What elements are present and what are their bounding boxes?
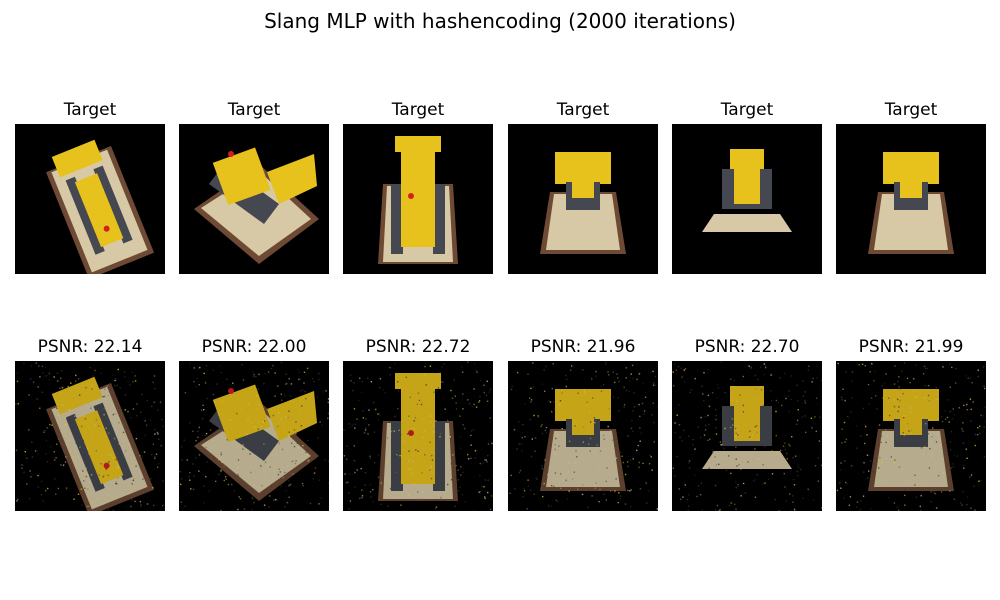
reconstruction-noise bbox=[836, 362, 986, 511]
prediction-image bbox=[15, 361, 165, 511]
target-panel-1: Target bbox=[15, 96, 165, 274]
psnr-label: PSNR: 22.14 bbox=[37, 337, 143, 357]
prediction-image bbox=[343, 361, 493, 511]
reconstruction-noise bbox=[179, 361, 329, 511]
prediction-panel-6: PSNR: 21.99 bbox=[836, 333, 986, 511]
figure-title: Slang MLP with hashencoding (2000 iterat… bbox=[264, 9, 736, 33]
panel-title: Target bbox=[227, 100, 281, 120]
render-front-far bbox=[672, 124, 822, 274]
prediction-image bbox=[179, 361, 329, 511]
psnr-label: PSNR: 21.96 bbox=[530, 337, 636, 357]
psnr-label: PSNR: 22.70 bbox=[694, 337, 800, 357]
target-image bbox=[836, 124, 986, 274]
psnr-label: PSNR: 21.99 bbox=[858, 337, 964, 357]
prediction-image bbox=[672, 361, 822, 511]
prediction-panel-2: PSNR: 22.00 bbox=[179, 333, 329, 511]
target-image bbox=[672, 124, 822, 274]
target-image bbox=[179, 124, 329, 274]
render-front-low bbox=[508, 124, 658, 274]
prediction-panel-5: PSNR: 22.70 bbox=[672, 333, 822, 511]
prediction-panel-1: PSNR: 22.14 bbox=[15, 333, 165, 511]
panel-title: Target bbox=[391, 100, 445, 120]
render-oblique-top bbox=[15, 124, 165, 274]
prediction-panel-3: PSNR: 22.72 bbox=[343, 333, 493, 511]
target-panel-5: Target bbox=[672, 96, 822, 274]
target-panel-2: Target bbox=[179, 96, 329, 274]
target-panel-6: Target bbox=[836, 96, 986, 274]
reconstruction-noise bbox=[672, 361, 822, 511]
render-front-top bbox=[343, 361, 493, 511]
target-row: Target Target Target Target Target Targe… bbox=[0, 96, 1000, 274]
prediction-image bbox=[836, 361, 986, 511]
reconstruction-noise bbox=[15, 362, 165, 511]
psnr-label: PSNR: 22.72 bbox=[365, 337, 471, 357]
target-image bbox=[15, 124, 165, 274]
reconstruction-noise bbox=[343, 361, 493, 511]
panel-title: Target bbox=[63, 100, 117, 120]
render-front-low bbox=[836, 124, 986, 274]
target-image bbox=[508, 124, 658, 274]
target-panel-4: Target bbox=[508, 96, 658, 274]
target-panel-3: Target bbox=[343, 96, 493, 274]
target-image bbox=[343, 124, 493, 274]
prediction-row: PSNR: 22.14 PSNR: 22.00 PSNR: 22.72 PSNR… bbox=[0, 333, 1000, 511]
render-front-top bbox=[343, 124, 493, 274]
panel-title: Target bbox=[884, 100, 938, 120]
prediction-panel-4: PSNR: 21.96 bbox=[508, 333, 658, 511]
render-side-raised-bucket bbox=[179, 124, 329, 274]
panel-title: Target bbox=[720, 100, 774, 120]
reconstruction-noise bbox=[509, 361, 658, 510]
render-side-raised-bucket bbox=[179, 361, 329, 511]
render-front-far bbox=[672, 361, 822, 511]
render-front-low bbox=[836, 361, 986, 511]
render-front-low bbox=[508, 361, 658, 511]
render-oblique-top bbox=[15, 361, 165, 511]
psnr-label: PSNR: 22.00 bbox=[201, 337, 307, 357]
prediction-image bbox=[508, 361, 658, 511]
panel-title: Target bbox=[556, 100, 610, 120]
